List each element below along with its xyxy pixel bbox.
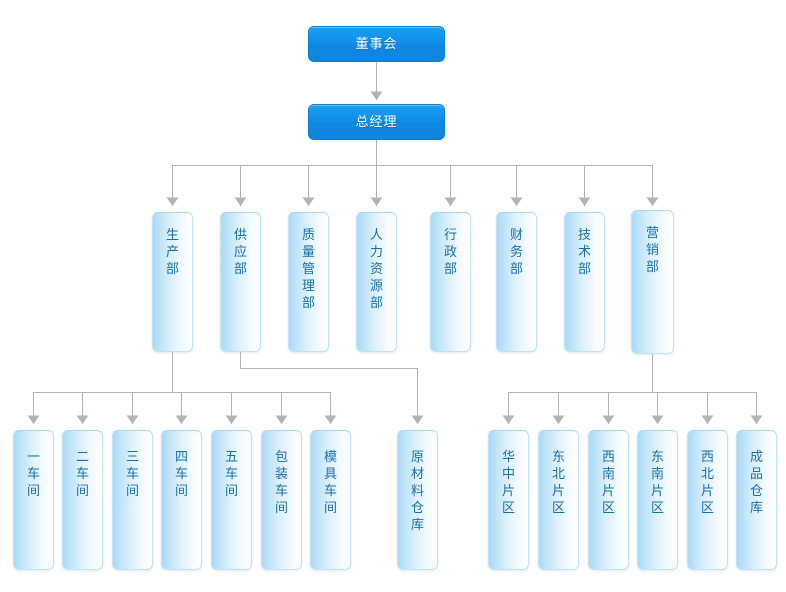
node-label: 财务部 — [510, 227, 524, 276]
node-label: 西南片区 — [602, 449, 616, 515]
node-label: 二车间 — [76, 449, 90, 498]
node-finished-goods-warehouse[interactable]: 成品仓库 — [736, 430, 777, 570]
node-label: 华中片区 — [502, 449, 516, 515]
node-workshop-5[interactable]: 五车间 — [211, 430, 252, 570]
node-label: 技术部 — [578, 227, 592, 276]
node-technology-dept[interactable]: 技术部 — [564, 212, 605, 352]
node-packaging-workshop[interactable]: 包装车间 — [261, 430, 302, 570]
node-administration-dept[interactable]: 行政部 — [430, 212, 471, 352]
node-label: 人力资源部 — [370, 227, 384, 310]
node-label: 三车间 — [126, 449, 140, 498]
node-label: 总经理 — [355, 114, 398, 130]
node-finance-dept[interactable]: 财务部 — [496, 212, 537, 352]
node-label: 生产部 — [166, 227, 180, 276]
node-label: 营销部 — [646, 225, 660, 274]
node-northwest-region[interactable]: 西北片区 — [687, 430, 728, 570]
node-label: 东南片区 — [651, 449, 665, 515]
node-workshop-1[interactable]: 一车间 — [13, 430, 54, 570]
node-workshop-4[interactable]: 四车间 — [161, 430, 202, 570]
node-label: 西北片区 — [701, 449, 715, 515]
node-label: 一车间 — [27, 449, 41, 498]
node-southeast-region[interactable]: 东南片区 — [637, 430, 678, 570]
node-label: 原材料仓库 — [411, 449, 425, 532]
node-label: 五车间 — [225, 449, 239, 498]
node-supply-dept[interactable]: 供应部 — [220, 212, 261, 352]
node-label: 董事会 — [355, 36, 398, 52]
node-production-dept[interactable]: 生产部 — [152, 212, 193, 352]
node-central-china-region[interactable]: 华中片区 — [488, 430, 529, 570]
node-label: 行政部 — [444, 227, 458, 276]
node-general-manager[interactable]: 总经理 — [308, 104, 445, 140]
node-workshop-2[interactable]: 二车间 — [62, 430, 103, 570]
node-southwest-region[interactable]: 西南片区 — [588, 430, 629, 570]
node-board-of-directors[interactable]: 董事会 — [308, 26, 445, 62]
node-label: 包装车间 — [275, 449, 289, 515]
node-northeast-region[interactable]: 东北片区 — [538, 430, 579, 570]
node-label: 供应部 — [234, 227, 248, 276]
node-workshop-3[interactable]: 三车间 — [112, 430, 153, 570]
node-marketing-dept[interactable]: 营销部 — [631, 210, 674, 354]
node-label: 模具车间 — [324, 449, 338, 515]
node-human-resources-dept[interactable]: 人力资源部 — [356, 212, 397, 352]
node-quality-management-dept[interactable]: 质量管理部 — [288, 212, 329, 352]
node-raw-material-warehouse[interactable]: 原材料仓库 — [397, 430, 438, 570]
node-label: 成品仓库 — [750, 449, 764, 515]
node-label: 东北片区 — [552, 449, 566, 515]
node-label: 质量管理部 — [302, 227, 316, 310]
node-label: 四车间 — [175, 449, 189, 498]
node-mold-workshop[interactable]: 模具车间 — [310, 430, 351, 570]
